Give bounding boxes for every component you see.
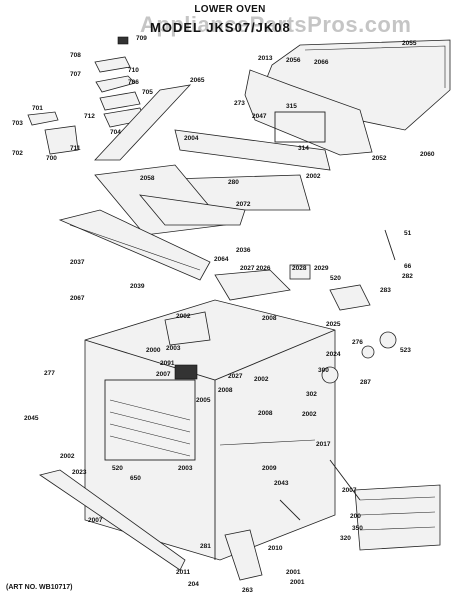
callout-282: 282	[402, 273, 413, 280]
callout-2007: 2007	[342, 487, 357, 494]
model-label: MODEL JKS07/JK08	[150, 20, 291, 35]
callout-710: 710	[128, 67, 139, 74]
callout-200: 200	[350, 513, 361, 520]
callout-283: 283	[380, 287, 391, 294]
callout-2007: 2007	[88, 517, 103, 524]
callout-2002: 2002	[254, 376, 269, 383]
callout-2008: 2008	[262, 315, 277, 322]
callout-277: 277	[44, 370, 55, 377]
callout-708: 708	[70, 52, 81, 59]
callout-2004: 2004	[184, 135, 199, 142]
callout-2001: 2001	[290, 579, 305, 586]
callout-703: 703	[12, 120, 23, 127]
callout-276: 276	[352, 339, 363, 346]
callout-2002: 2002	[60, 453, 75, 460]
callout-2013: 2013	[258, 55, 273, 62]
callout-706: 706	[128, 79, 139, 86]
top-components	[164, 264, 311, 380]
callout-2027: 2027	[240, 265, 255, 272]
callout-320: 320	[340, 535, 351, 542]
callout-2009: 2009	[262, 465, 277, 472]
callout-66: 66	[404, 263, 412, 270]
callout-520: 520	[112, 465, 123, 472]
callout-712: 712	[84, 113, 95, 120]
callout-2056: 2056	[286, 57, 301, 64]
callout-2065: 2065	[190, 77, 205, 84]
callout-2037: 2037	[70, 259, 85, 266]
callout-2036: 2036	[236, 247, 251, 254]
bottom-parts	[39, 459, 441, 581]
callout-705: 705	[142, 89, 153, 96]
callout-280: 280	[228, 179, 239, 186]
callout-2023: 2023	[72, 469, 87, 476]
callout-2091: 2091	[160, 360, 175, 367]
callout-709: 709	[136, 35, 147, 42]
callout-315: 315	[286, 103, 297, 110]
callout-2025: 2025	[326, 321, 341, 328]
art-number: (ART NO. WB10717)	[6, 584, 73, 591]
callout-2026: 2026	[256, 265, 271, 272]
callout-2045: 2045	[24, 415, 39, 422]
callout-2029: 2029	[314, 265, 329, 272]
callout-204: 204	[188, 581, 199, 588]
callout-51: 51	[404, 230, 412, 237]
callout-520: 520	[330, 275, 341, 282]
callout-523: 523	[400, 347, 411, 354]
callout-702: 702	[12, 150, 23, 157]
callout-300: 300	[318, 367, 329, 374]
callout-2055: 2055	[402, 40, 417, 47]
callout-2008: 2008	[218, 387, 233, 394]
callout-2017: 2017	[316, 441, 331, 448]
callout-2064: 2064	[214, 256, 229, 263]
callout-2005: 2005	[196, 397, 211, 404]
callout-2039: 2039	[130, 283, 145, 290]
callout-281: 281	[200, 543, 211, 550]
callout-707: 707	[70, 71, 81, 78]
callout-287: 287	[360, 379, 371, 386]
oven-cavity	[84, 299, 336, 561]
callout-711: 711	[70, 145, 81, 152]
callout-2002: 2002	[302, 411, 317, 418]
callout-2052: 2052	[372, 155, 387, 162]
callout-273: 273	[234, 100, 245, 107]
broil-panel	[94, 164, 246, 236]
callout-2024: 2024	[326, 351, 341, 358]
callout-2003: 2003	[178, 465, 193, 472]
callout-314: 314	[298, 145, 309, 152]
callout-2008: 2008	[258, 410, 273, 417]
callout-2066: 2066	[314, 59, 329, 66]
callout-350: 350	[352, 525, 363, 532]
callout-701: 701	[32, 105, 43, 112]
callout-302: 302	[306, 391, 317, 398]
rear-bracket	[244, 69, 373, 156]
callout-2072: 2072	[236, 201, 251, 208]
diagram-title: LOWER OVEN	[194, 4, 266, 15]
callout-2011: 2011	[176, 569, 190, 576]
callout-2047: 2047	[252, 113, 267, 120]
callout-2043: 2043	[274, 480, 289, 487]
callout-2001: 2001	[286, 569, 301, 576]
watermark: AppliancePartsPros.com	[140, 12, 412, 37]
callout-2003: 2003	[166, 345, 181, 352]
callout-700: 700	[46, 155, 57, 162]
callout-650: 650	[130, 475, 141, 482]
callout-2058: 2058	[140, 175, 155, 182]
callout-2027: 2027	[228, 373, 243, 380]
callout-2010: 2010	[268, 545, 283, 552]
callout-2007: 2007	[156, 371, 171, 378]
callout-704: 704	[110, 129, 121, 136]
callout-2067: 2067	[70, 295, 85, 302]
callout-2002: 2002	[176, 313, 191, 320]
callout-2000: 2000	[146, 347, 161, 354]
front-trim	[58, 209, 211, 281]
callout-2002: 2002	[306, 173, 321, 180]
right-side-parts	[321, 229, 397, 384]
callout-263: 263	[242, 587, 253, 594]
callout-2060: 2060	[420, 151, 435, 158]
callout-2028: 2028	[292, 265, 307, 272]
